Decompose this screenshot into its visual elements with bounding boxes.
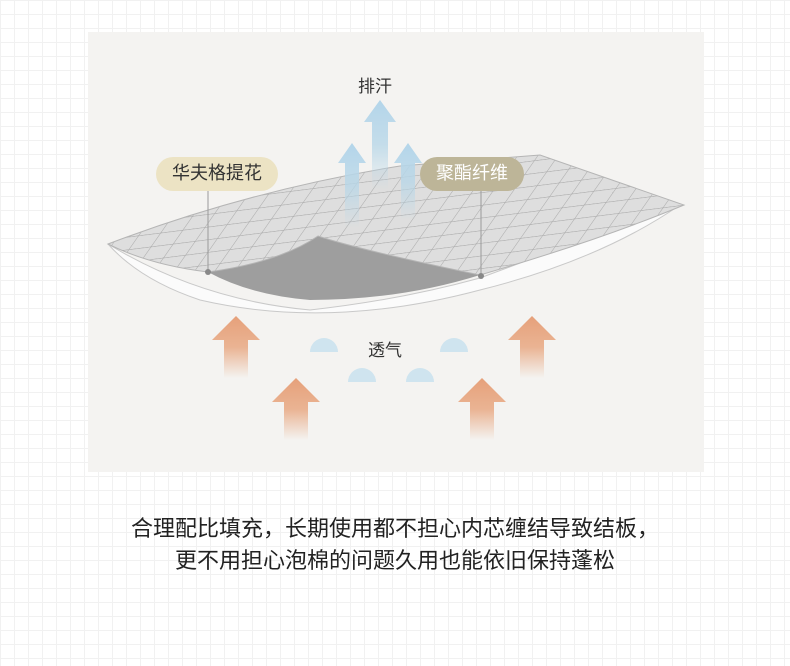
sweat-label: 排汗 — [358, 77, 392, 97]
arrow-up-icon — [338, 143, 366, 228]
arrow-up-icon — [394, 143, 422, 220]
arrow-up-icon — [508, 316, 556, 378]
arrow-up-icon — [458, 378, 506, 440]
waffle-label: 华夫格提花 — [156, 157, 278, 191]
leader-dot — [478, 273, 484, 279]
heat-arrows — [212, 316, 556, 440]
air-bubbles — [310, 338, 468, 382]
arrow-up-icon — [364, 100, 396, 190]
leader-dot — [205, 269, 211, 275]
bubble-icon — [348, 368, 376, 382]
bubble-icon — [440, 338, 468, 352]
bubble-icon — [406, 368, 434, 382]
caption-line-2: 更不用担心泡棉的问题久用也能依旧保持蓬松 — [174, 549, 615, 574]
bubble-icon — [310, 338, 338, 352]
arrow-up-icon — [272, 378, 320, 440]
caption-line-1: 合理配比填充，长期使用都不担心内芯缠结导致结板， — [130, 517, 659, 542]
sweat-arrows — [338, 100, 422, 228]
arrow-up-icon — [212, 316, 260, 378]
bottom-layer — [107, 204, 681, 314]
middle-layer — [208, 236, 480, 300]
polyester-label: 聚酯纤维 — [420, 157, 524, 191]
breathable-label: 透气 — [368, 341, 402, 361]
